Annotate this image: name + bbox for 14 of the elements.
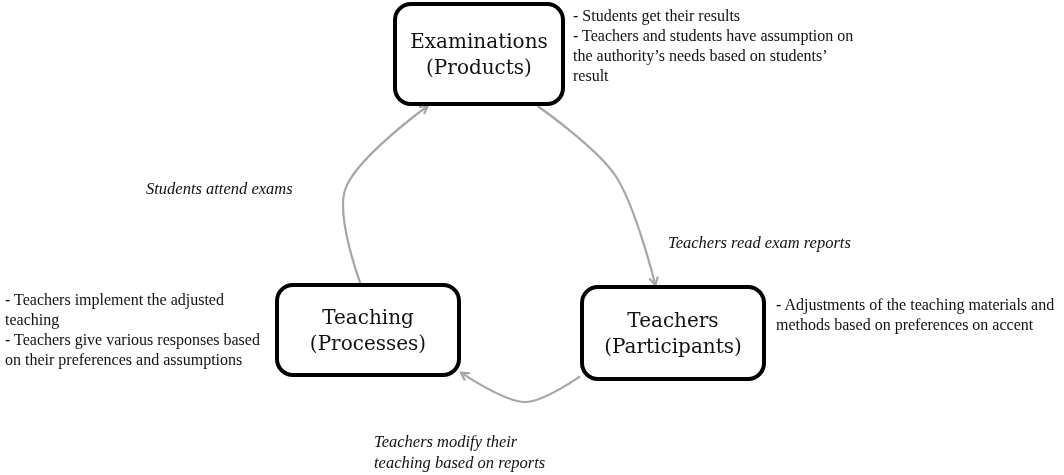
note-text: - Teachers implement the adjusted teaching <box>5 290 225 330</box>
rounded-box <box>580 285 766 381</box>
curved-arrow <box>536 105 659 287</box>
rounded-box <box>393 2 565 106</box>
curved-arrow <box>459 371 581 404</box>
rounded-box <box>275 283 461 377</box>
box-title: Teaching (Processes) <box>308 304 428 356</box>
note-text: - Adjustments of the teaching materials and methods based on preferences on accent <box>776 295 1056 335</box>
note-text: - Teachers and students have assumption on the authority’s needs based on students’ result <box>573 26 855 86</box>
note-text: - Students get their results <box>573 6 742 26</box>
note-text: - Teachers give various responses based on their preferences and assumptions <box>5 330 261 370</box>
box-title: Teachers (Participants) <box>603 307 743 359</box>
box-title: Examinations (Products) <box>409 28 549 80</box>
curved-arrow <box>342 104 429 284</box>
